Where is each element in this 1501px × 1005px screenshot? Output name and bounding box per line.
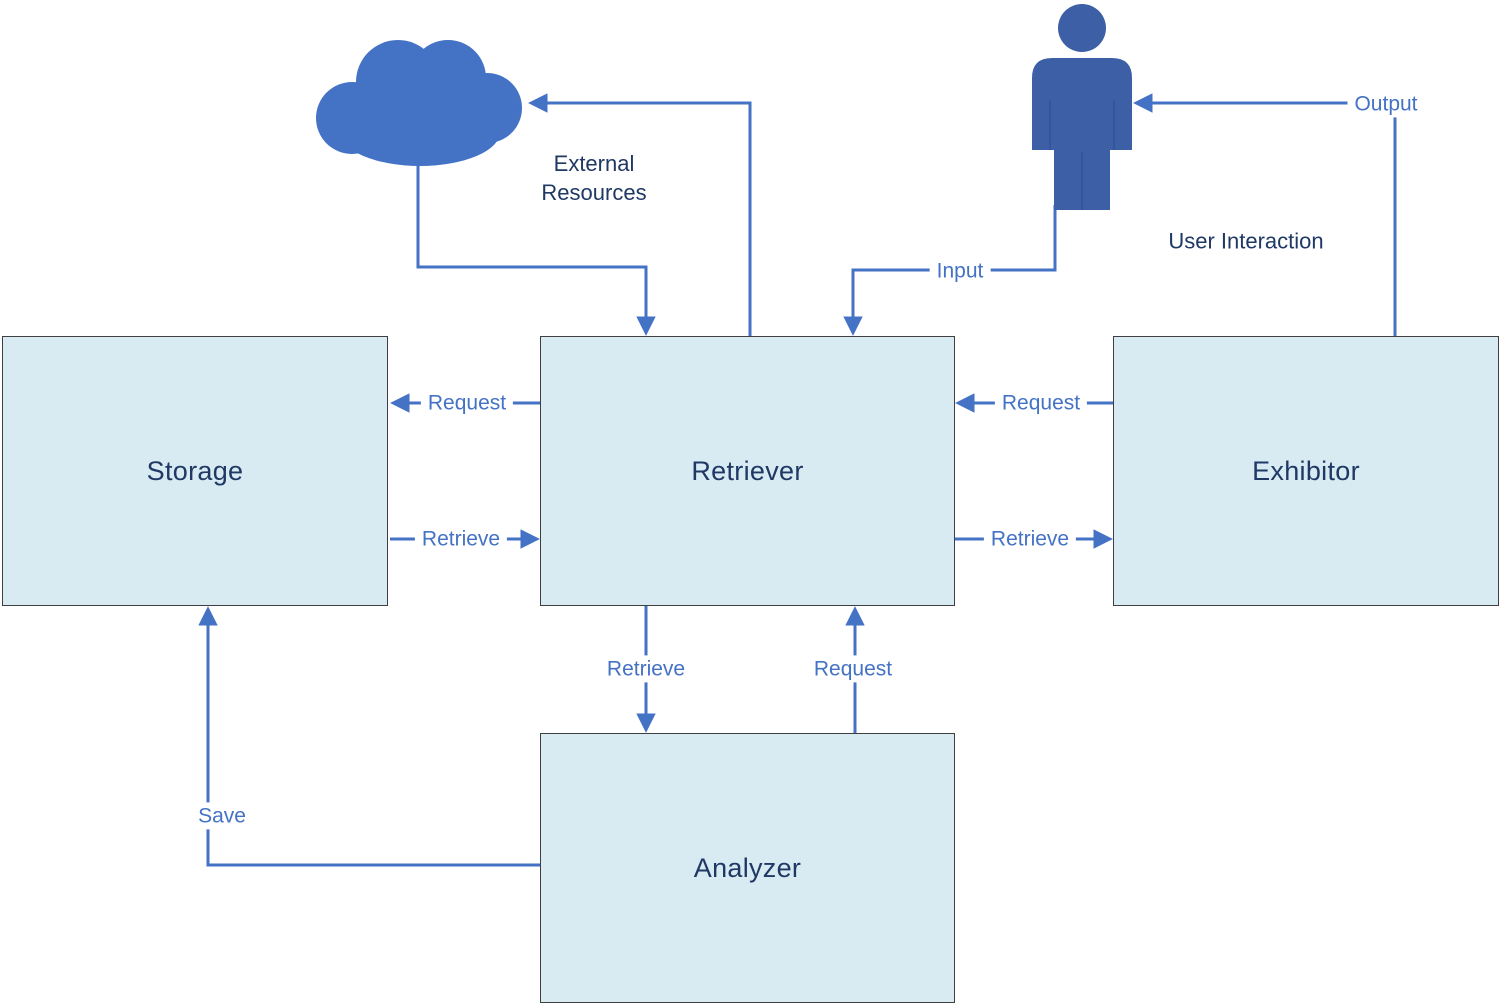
edge-exhibitor-to-user [1133,93,1397,336]
edge-analyzer-to-storage [198,606,540,867]
edge-label-retrieve-down: Retrieve [599,655,693,683]
edge-label-retrieve-right: Retrieve [983,525,1077,553]
user-caption: User Interaction [1168,228,1324,254]
node-retriever: Retriever [540,336,955,606]
edge-retriever-to-cloud [528,93,752,336]
edge-label-output: Output [1347,90,1425,118]
node-storage-label: Storage [146,455,244,486]
node-analyzer-label: Analyzer [693,852,802,883]
edge-label-request-right: Request [994,389,1088,417]
cloud-caption: External Resources [541,150,647,205]
node-retriever-label: Retriever [691,455,804,486]
node-analyzer: Analyzer [540,733,955,1003]
cloud-icon [316,40,522,166]
edge-label-input: Input [929,257,991,285]
edge-label-save: Save [191,802,253,830]
edge-cloud-to-retriever [416,158,656,336]
node-exhibitor: Exhibitor [1113,336,1499,606]
person-icon [1032,4,1132,210]
edge-label-request-up: Request [806,655,900,683]
node-storage: Storage [2,336,388,606]
edge-label-retrieve-left: Retrieve [414,525,508,553]
edge-label-request-left: Request [420,389,514,417]
node-exhibitor-label: Exhibitor [1252,455,1360,486]
